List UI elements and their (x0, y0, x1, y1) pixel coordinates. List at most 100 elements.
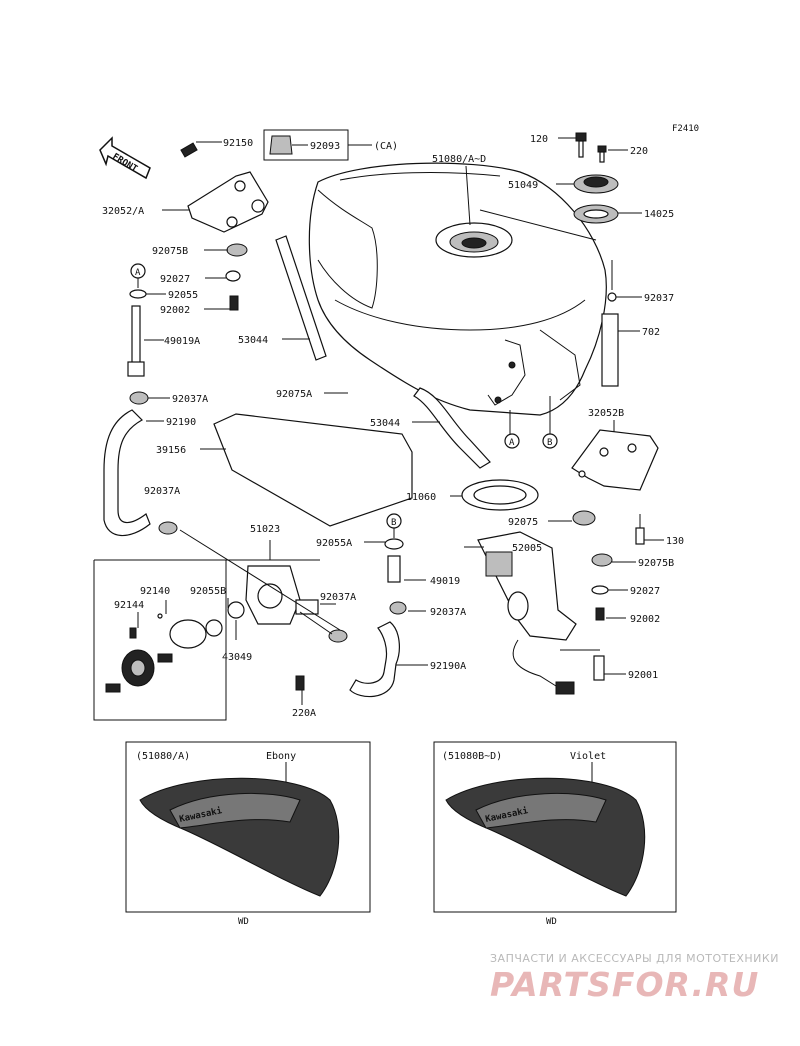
filler-cap (573, 174, 619, 224)
screw-92144 (129, 627, 137, 639)
label-92055b: 92055B (190, 586, 226, 597)
label-92027-a: 92027 (160, 274, 190, 285)
petcock-knob (121, 649, 155, 687)
callout-a-tank: A (509, 438, 515, 448)
pipe-49019a (131, 305, 141, 367)
label-92027-b: 92027 (630, 586, 660, 597)
tank-damper-strip-right (413, 387, 491, 469)
label-92150: 92150 (223, 138, 253, 149)
label-92037a-d: 92037A (430, 607, 466, 618)
screw-left-b (105, 683, 121, 693)
bolt-92002-b (595, 607, 605, 621)
clamp-92037a-d (389, 601, 407, 615)
label-43049: 43049 (222, 652, 252, 663)
label-92093-note: (CA) (374, 141, 398, 152)
o-ring-92055 (129, 289, 147, 299)
variant-inset-violet: (51080B~D) Violet Kawasaki WD (433, 741, 677, 927)
label-53044-b: 53044 (370, 418, 400, 429)
o-ring-43049 (205, 619, 223, 637)
screw-220 (597, 145, 607, 163)
label-92055a: 92055A (316, 538, 352, 549)
label-92055: 92055 (168, 290, 198, 301)
label-11060: 11060 (406, 492, 436, 503)
bolt-130 (635, 527, 645, 545)
label-51049: 51049 (508, 180, 538, 191)
collar-92027-b (591, 585, 609, 595)
label-120: 120 (530, 134, 548, 145)
damper-92075 (572, 510, 596, 526)
label-14025: 14025 (644, 209, 674, 220)
fuel-petcock (245, 565, 319, 625)
hose-92190 (103, 409, 151, 537)
damper-92075b-b (591, 553, 613, 567)
label-52005: 52005 (512, 543, 542, 554)
label-49019a: 49019A (164, 336, 200, 347)
label-92075b-a: 92075B (152, 246, 188, 257)
lever-92055b (227, 601, 245, 619)
label-53044-a: 53044 (238, 335, 268, 346)
hose-92190a (349, 621, 400, 698)
callout-b-pipe: B (391, 518, 396, 528)
label-92037a-a: 92037A (172, 394, 208, 405)
label-92037: 92037 (644, 293, 674, 304)
variant-code-b: (51080B~D) (442, 751, 502, 762)
label-220a: 220A (292, 708, 316, 719)
callout-a-left: A (135, 268, 141, 278)
label-51023: 51023 (250, 524, 280, 535)
bracket-32052b (571, 429, 659, 491)
label-220: 220 (630, 146, 648, 157)
clamp-92037a-c (328, 629, 348, 643)
label-702: 702 (642, 327, 660, 338)
watermark-logo: PARTSFOR.RU (490, 965, 759, 1004)
label-92075b-b: 92075B (638, 558, 674, 569)
label-92093: 92093 (310, 141, 340, 152)
gasket (461, 479, 539, 511)
bolt-120 (575, 132, 587, 158)
label-92037a-b: 92037A (144, 486, 180, 497)
variant-color-a: Ebony (266, 751, 296, 762)
clamp-92037a-b (158, 521, 178, 535)
label-92037a-c: 92037A (320, 592, 356, 603)
label-92002-a: 92002 (160, 305, 190, 316)
screw-220a (295, 675, 305, 691)
label-92002-b: 92002 (630, 614, 660, 625)
label-130: 130 (666, 536, 684, 547)
fuel-tank (308, 162, 607, 416)
label-92190: 92190 (166, 417, 196, 428)
label-92144: 92144 (114, 600, 144, 611)
label-32052a: 32052/A (102, 206, 144, 217)
label-92075: 92075 (508, 517, 538, 528)
watermark-tagline: ЗАПЧАСТИ И АКСЕССУАРЫ ДЛЯ МОТОТЕХНИКИ (490, 952, 779, 965)
variant-inset-ebony: (51080/A) Ebony Kawasaki WD (125, 741, 371, 927)
drain-tube (601, 313, 619, 387)
label-92140: 92140 (140, 586, 170, 597)
label-32052b: 32052B (588, 408, 624, 419)
label-49019: 49019 (430, 576, 460, 587)
variant-model-b: WD (546, 917, 557, 927)
o-ring-92055a (384, 538, 404, 550)
tank-pad (213, 413, 413, 527)
figure-code: F2410 (672, 124, 699, 134)
label-92001: 92001 (628, 670, 658, 681)
collar-92027-a (225, 270, 241, 282)
bracket-32052a (187, 171, 269, 233)
variant-color-b: Violet (570, 751, 606, 762)
part-labels: 92150 92093 (CA) 32052/A 92075B 92027 92… (102, 134, 684, 719)
callout-markers (130, 263, 558, 529)
damper-92075b-a (226, 243, 248, 257)
petcock-group-box (93, 559, 227, 721)
variant-model-a: WD (238, 917, 249, 927)
screw-left-a (157, 653, 173, 663)
plate-92140 (169, 619, 207, 649)
front-arrow-icon: FRONT (99, 136, 151, 180)
callout-b-tank: B (547, 438, 552, 448)
clamp-92037a-a (129, 391, 149, 405)
bolt-92150 (180, 142, 198, 158)
bolt-92002-a (229, 295, 239, 311)
grommet-92093 (269, 135, 293, 155)
label-39156: 39156 (156, 445, 186, 456)
pipe-49019 (387, 555, 401, 583)
label-92075a: 92075A (276, 389, 312, 400)
variant-code-a: (51080/A) (136, 751, 190, 762)
